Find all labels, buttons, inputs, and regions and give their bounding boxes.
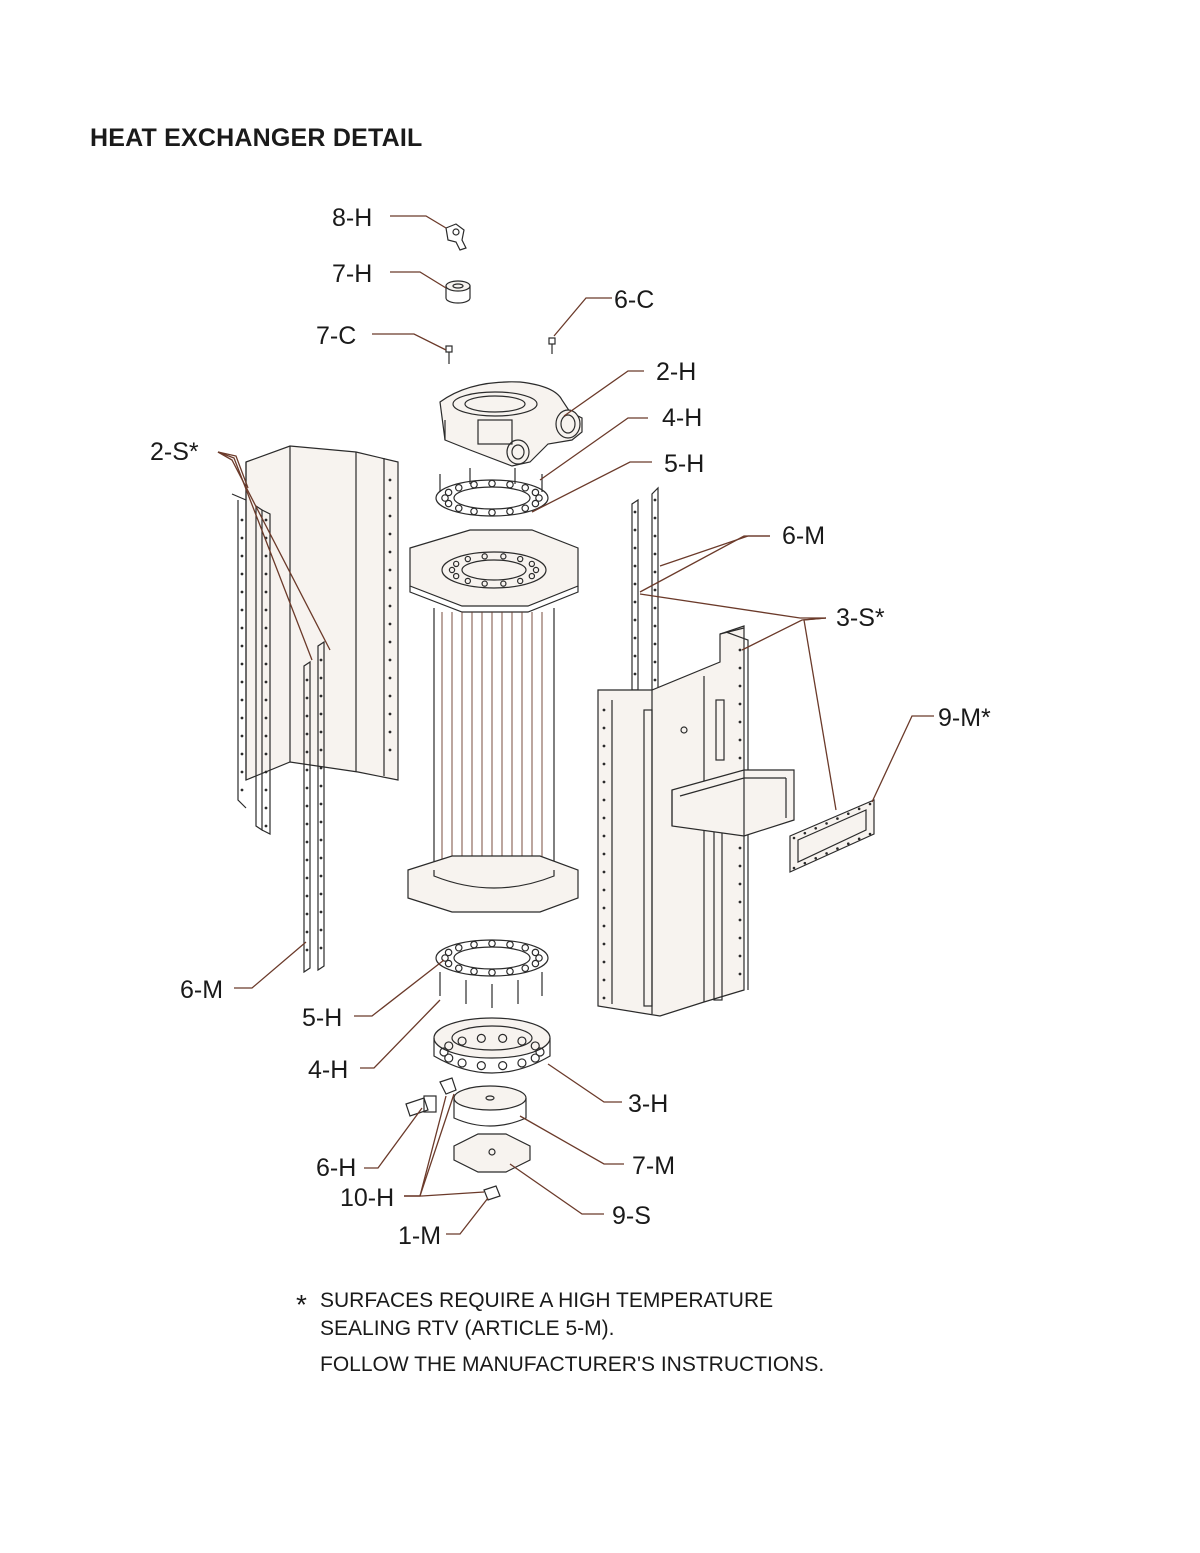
label-6m-left: 6-M (180, 976, 223, 1004)
part-6h-fittings (405, 1077, 457, 1117)
label-2h: 2-H (656, 358, 696, 386)
part-heat-exchanger-core (407, 529, 579, 913)
label-7c: 7-C (316, 322, 356, 350)
part-2s-left-shroud (231, 445, 399, 809)
part-5h-bottom-gasket (435, 939, 549, 977)
label-10h: 10-H (340, 1184, 394, 1212)
label-3h: 3-H (628, 1090, 668, 1118)
label-3s: 3-S* (836, 604, 885, 632)
part-9s-bottom-plate (453, 1133, 531, 1173)
part-8h (445, 223, 467, 251)
label-4h-bottom: 4-H (308, 1056, 348, 1084)
part-3s-right-shroud (597, 625, 795, 1017)
label-7m: 7-M (632, 1152, 675, 1180)
label-5h-bottom: 5-H (302, 1004, 342, 1032)
footnote-line-2: SEALING RTV (ARTICLE 5-M). (320, 1317, 615, 1340)
part-1m-clip (483, 1185, 501, 1201)
part-6m-left-strips (255, 504, 325, 974)
part-7h (445, 280, 471, 304)
label-9m: 9-M* (938, 704, 991, 732)
label-2s: 2-S* (150, 438, 199, 466)
page-title: HEAT EXCHANGER DETAIL (90, 124, 423, 152)
footnote-asterisk: * (296, 1289, 307, 1320)
part-6c (548, 337, 556, 354)
label-8h: 8-H (332, 204, 372, 232)
footnote-line-3: FOLLOW THE MANUFACTURER'S INSTRUCTIONS. (320, 1353, 825, 1376)
part-3h-bottom-manifold (433, 1017, 551, 1074)
part-7c (445, 345, 453, 364)
label-6h: 6-H (316, 1154, 356, 1182)
label-6c: 6-C (614, 286, 654, 314)
part-2h-upper-manifold (439, 381, 583, 467)
part-4h-bottom-studs (439, 972, 543, 1008)
label-1m: 1-M (398, 1222, 441, 1250)
leader-lines (217, 215, 934, 1235)
part-7m-disc (453, 1085, 527, 1127)
label-5h-top: 5-H (664, 450, 704, 478)
label-9s: 9-S (612, 1202, 651, 1230)
label-7h: 7-H (332, 260, 372, 288)
part-5h-top-gasket (435, 468, 549, 517)
part-9m-flue-gasket (789, 799, 875, 873)
part-labels: 8-H 7-H 7-C 6-C 2-H 4-H 5-H 2-S* 6-M 3-S… (150, 204, 991, 1250)
label-4h-top: 4-H (662, 404, 702, 432)
label-6m-right: 6-M (782, 522, 825, 550)
footnote-line-1: SURFACES REQUIRE A HIGH TEMPERATURE (320, 1289, 774, 1312)
